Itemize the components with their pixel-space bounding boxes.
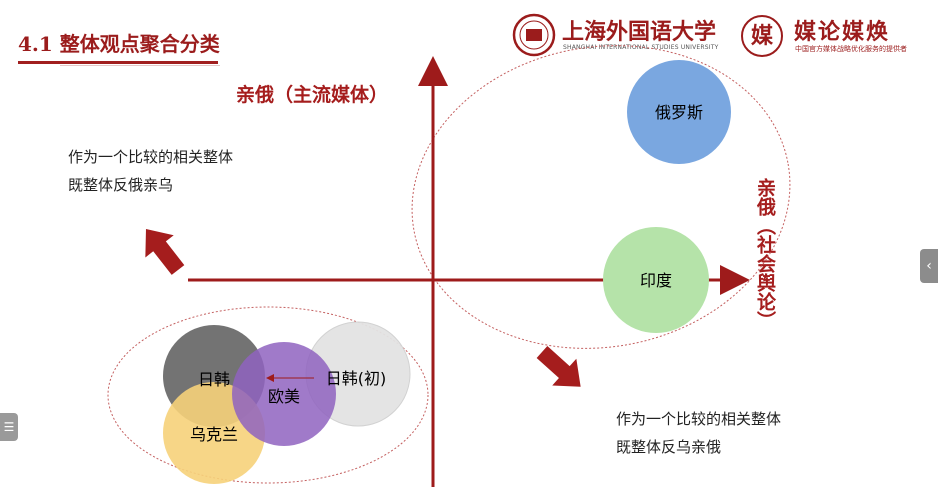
brand-logo-char: 媒 (751, 23, 774, 49)
note-upper-left: 作为一个比较的相关整体 既整体反俄亲乌 (68, 143, 233, 199)
note-lower-right: 作为一个比较的相关整体 既整体反乌亲俄 (616, 405, 781, 461)
axis-right-label: 亲俄（社会舆论） (754, 178, 776, 330)
chevron-left-icon: ‹ (926, 258, 932, 274)
note-lower-right-line-1: 作为一个比较的相关整体 (616, 410, 782, 428)
page-title: 4.1 整体观点聚合分类 (18, 32, 220, 56)
university-name-cn: 上海外国语大学 (562, 19, 717, 45)
brand-name: 媒论媒焕 (794, 19, 891, 45)
note-lower-right-line-2: 既整体反乌亲俄 (616, 438, 722, 456)
bubble-label-india: 印度 (640, 271, 672, 290)
menu-icon: ☰ (3, 420, 15, 434)
block-arrow-down-right (536, 346, 581, 387)
bubble-west (232, 342, 336, 446)
bubble-russia (627, 60, 731, 164)
cluster-ellipse-right (411, 45, 791, 349)
university-name-en: SHANGHAI INTERNATIONAL STUDIES UNIVERSIT… (563, 44, 719, 51)
bubble-label-west: 欧美 (268, 387, 300, 406)
brand-subtitle: 中国官方媒体战略优化服务的提供者 (795, 45, 907, 53)
cluster-ellipse-left (107, 306, 429, 484)
menu-tab[interactable]: ☰ (0, 413, 18, 441)
block-arrow-up-left (145, 229, 185, 275)
bubble-label-ukraine: 乌克兰 (190, 425, 238, 444)
title-underline-light (60, 65, 220, 66)
title-underline (18, 61, 218, 64)
note-upper-left-line-2: 既整体反俄亲乌 (68, 176, 174, 194)
bubble-label-russia: 俄罗斯 (655, 103, 703, 122)
university-seal (512, 13, 556, 61)
shift-arrow-head (266, 374, 274, 382)
university-seal-icon (512, 13, 556, 57)
bubble-label-jpkr: 日韩 (198, 370, 230, 389)
bubble-label-jpkr-initial: 日韩(初) (326, 369, 387, 388)
brand-logo: 媒 (738, 12, 786, 62)
bubble-india (603, 227, 709, 333)
brand-logo-icon: 媒 (741, 15, 783, 57)
note-upper-left-line-1: 作为一个比较的相关整体 (68, 148, 234, 166)
next-slide-tab[interactable]: ‹ (920, 249, 938, 283)
axis-top-label: 亲俄（主流媒体） (236, 84, 389, 106)
